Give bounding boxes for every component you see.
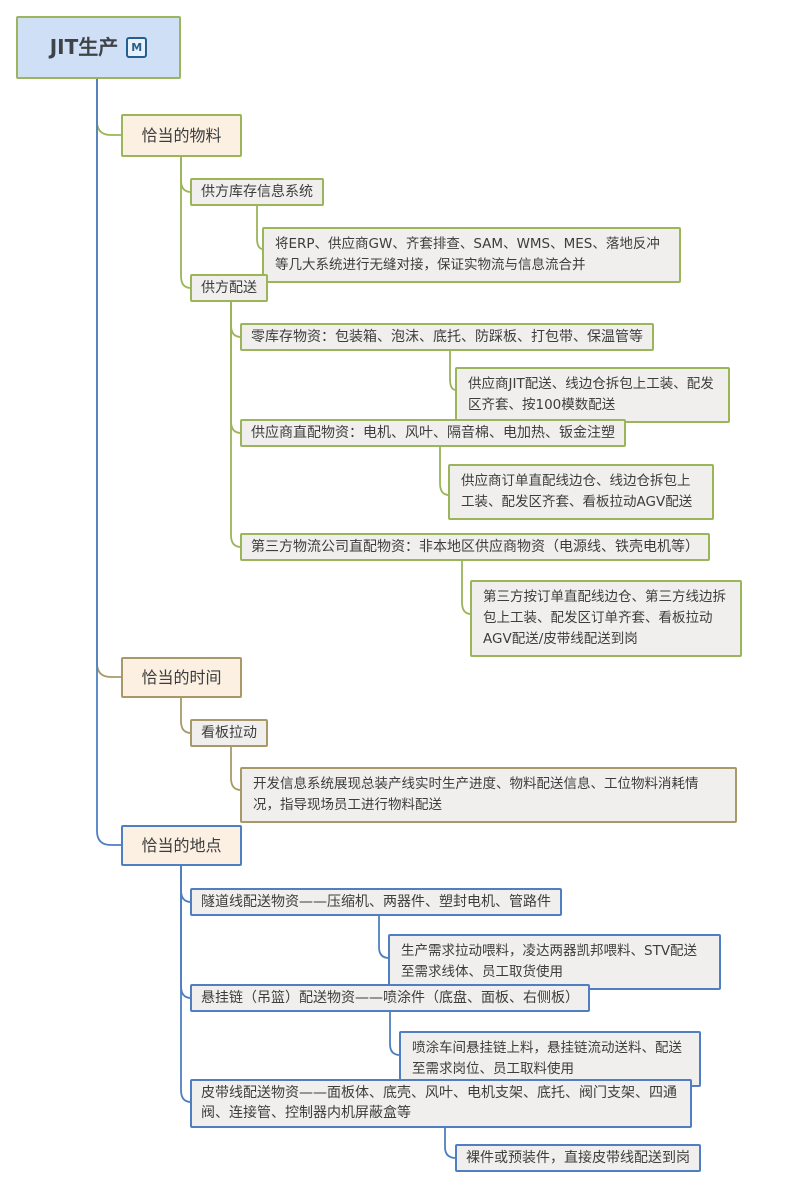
topic-supplier-delivery[interactable]: 供方配送 [190, 274, 268, 303]
connector-tunnel-note [378, 915, 390, 959]
connector-time-kanban [180, 698, 192, 734]
branch-topic-place[interactable]: 恰当的地点 [121, 825, 242, 866]
topic-kanban-pull[interactable]: 看板拉动 [190, 719, 268, 748]
connector-zero-note [449, 350, 457, 391]
root-topic-label: JIT生产 [49, 35, 119, 59]
note-hanging-chain-delivery[interactable]: 喷涂车间悬挂链上料，悬挂链流动送料、配送至需求岗位、员工取料使用 [399, 1031, 701, 1087]
connector-kanban-note [230, 747, 242, 791]
connector-inventory-note [256, 206, 264, 250]
root-topic-jit-production[interactable]: JIT生产 M [16, 16, 181, 79]
connector-root-place [96, 79, 121, 846]
branch-topic-material[interactable]: 恰当的物料 [121, 114, 242, 157]
topic-tunnel-line-materials[interactable]: 隧道线配送物资——压缩机、两器件、塑封电机、管路件 [190, 888, 562, 917]
topic-zero-inventory-materials[interactable]: 零库存物资：包装箱、泡沫、底托、防踩板、打包带、保温管等 [240, 323, 654, 352]
connector-belt-note [444, 1125, 457, 1159]
note-third-party-delivery[interactable]: 第三方按订单直配线边仓、第三方线边拆包上工装、配发区订单齐套、看板拉动AGV配送… [470, 580, 742, 657]
connector-root-material [96, 79, 121, 136]
note-tunnel-line-delivery[interactable]: 生产需求拉动喂料，凌达两器凯邦喂料、STV配送至需求线体、员工取货使用 [388, 934, 721, 990]
topic-belt-line-materials[interactable]: 皮带线配送物资——面板体、底壳、风叶、电机支架、底托、阀门支架、四通阀、连接管、… [190, 1079, 692, 1128]
note-system-integration[interactable]: 将ERP、供应商GW、齐套排查、SAM、WMS、MES、落地反冲等几大系统进行无… [262, 227, 681, 283]
connector-thirdparty-note [461, 560, 472, 615]
connector-place-belt [180, 866, 192, 1103]
topic-supplier-inventory-system[interactable]: 供方库存信息系统 [190, 178, 324, 207]
note-belt-line-delivery[interactable]: 裸件或预装件，直接皮带线配送到岗 [455, 1144, 701, 1173]
topic-supplier-direct-materials[interactable]: 供应商直配物资：电机、风叶、隔音棉、电加热、钣金注塑 [240, 419, 626, 448]
connector-delivery-direct [230, 302, 242, 434]
connector-hanging-note [389, 1011, 401, 1056]
note-kanban-information-system[interactable]: 开发信息系统展现总装产线实时生产进度、物料配送信息、工位物料消耗情况，指导现场员… [240, 767, 737, 823]
connector-root-time [96, 79, 121, 678]
topic-hanging-chain-materials[interactable]: 悬挂链（吊篮）配送物资——喷涂件（底盘、面板、右侧板） [190, 984, 590, 1013]
task-marker-icon[interactable]: M [126, 37, 148, 58]
connector-place-hanging [180, 866, 192, 999]
topic-third-party-materials[interactable]: 第三方物流公司直配物资：非本地区供应商物资（电源线、铁壳电机等） [240, 533, 710, 562]
connector-direct-note [439, 446, 450, 496]
branch-topic-time[interactable]: 恰当的时间 [121, 657, 242, 698]
note-supplier-direct-delivery[interactable]: 供应商订单直配线边仓、线边仓拆包上工装、配发区齐套、看板拉动AGV配送 [448, 464, 714, 520]
connector-material-delivery [180, 157, 192, 289]
connector-delivery-thirdparty [230, 302, 242, 548]
note-zero-inventory-delivery[interactable]: 供应商JIT配送、线边仓拆包上工装、配发区齐套、按100模数配送 [455, 367, 730, 423]
